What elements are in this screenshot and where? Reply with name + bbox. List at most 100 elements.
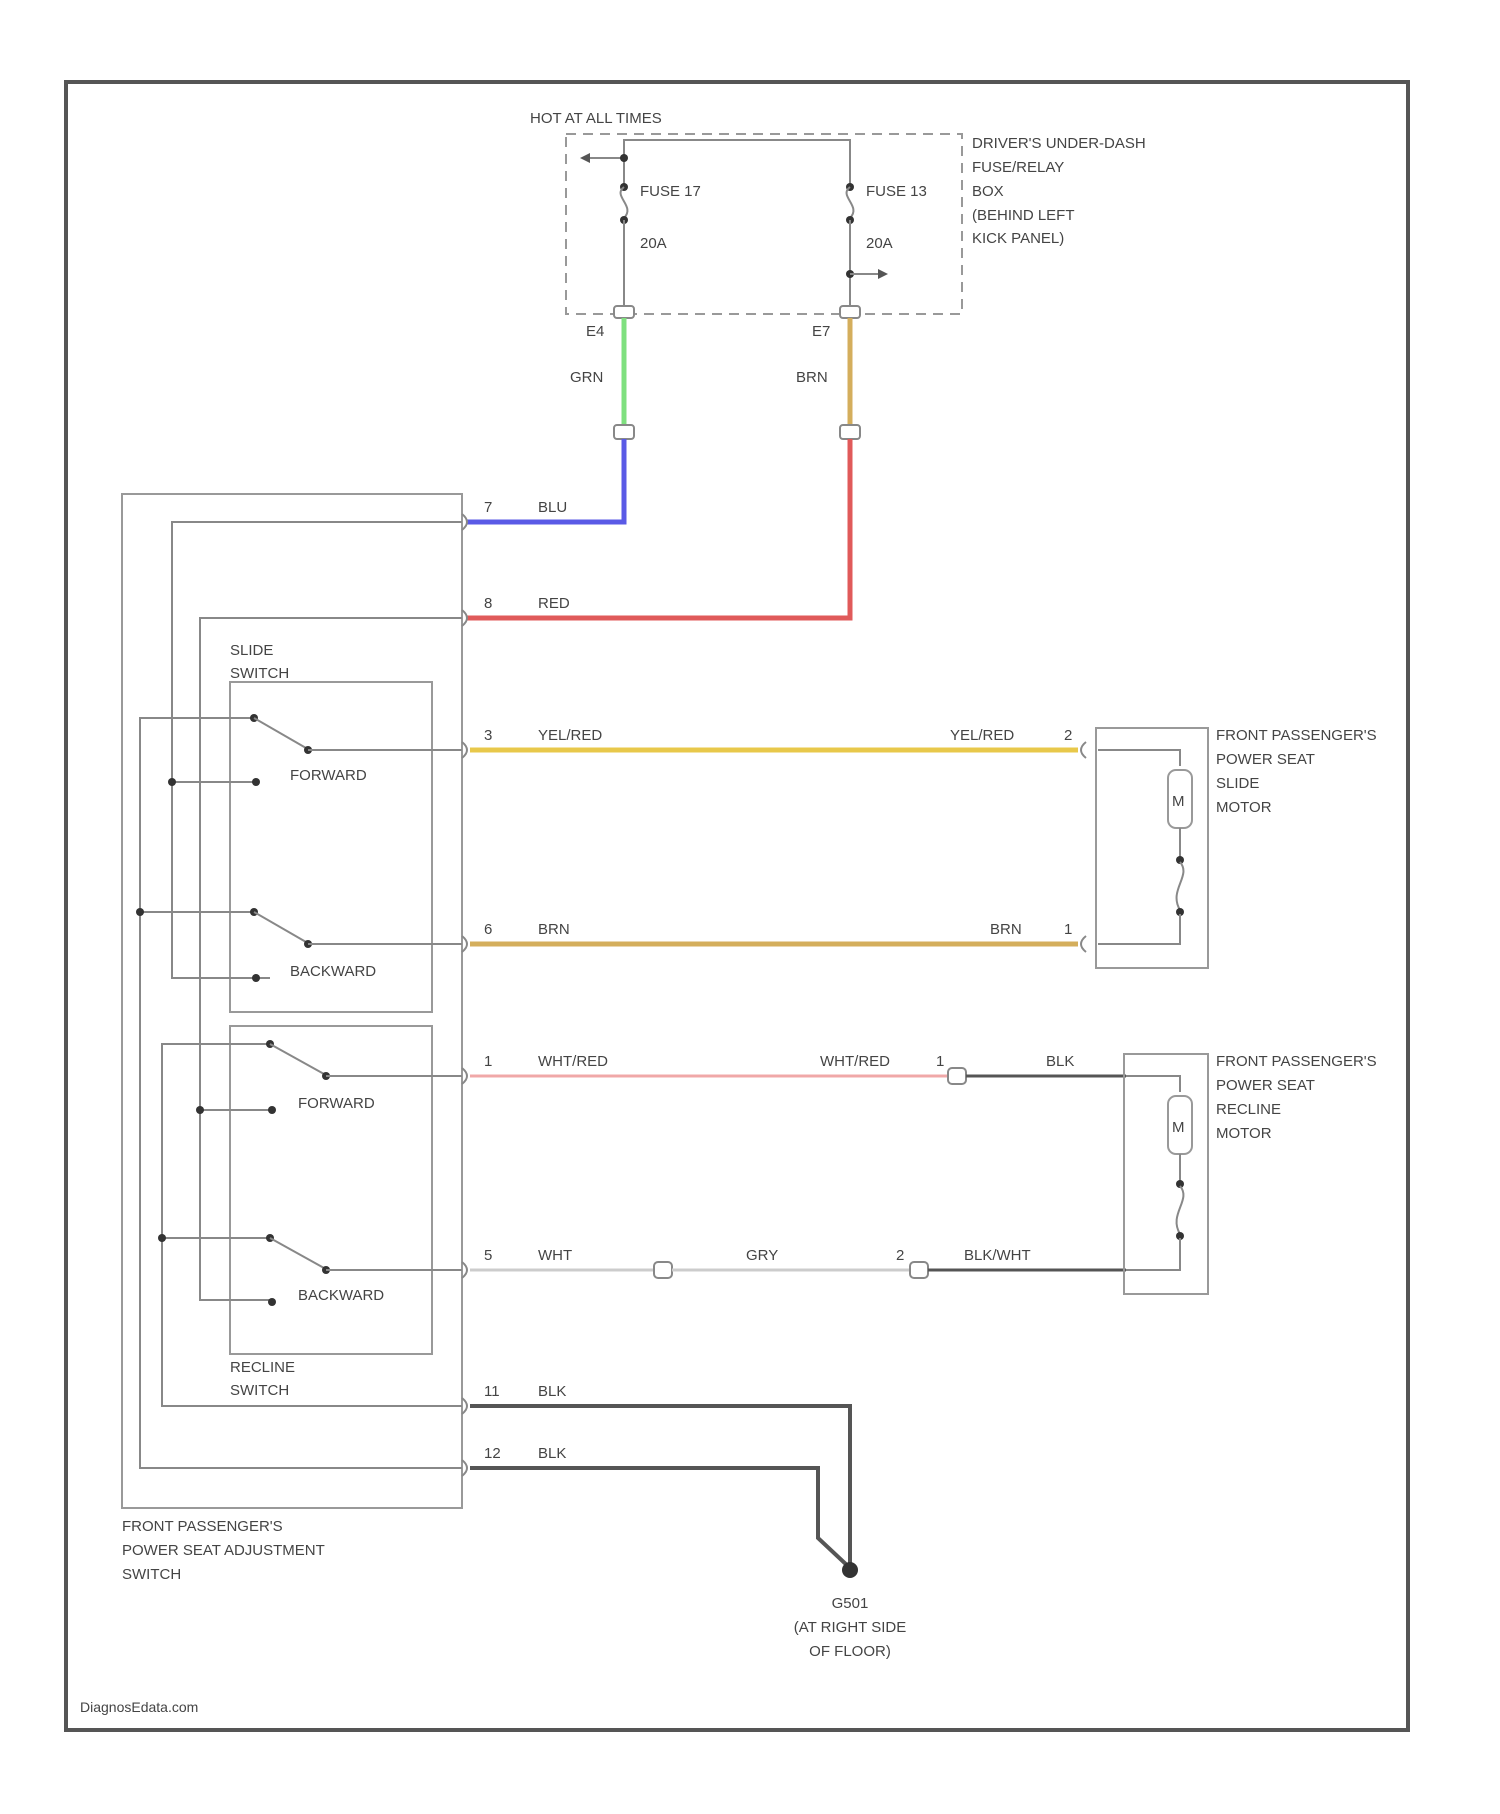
junction: [158, 1234, 166, 1242]
grn-wire-label: GRN: [570, 369, 603, 386]
pin1-mid-pin: 1: [936, 1053, 944, 1070]
pin8-number: 8: [484, 595, 492, 612]
recline-motor-label-line: POWER SEAT: [1216, 1077, 1315, 1094]
slide-switch-label-line: SLIDE: [230, 642, 273, 659]
fuse-box-label: DRIVER'S UNDER-DASH FUSE/RELAY BOX (BEHI…: [972, 135, 1146, 247]
slide-motor-breaker-icon: [1177, 862, 1184, 910]
red-bus: [200, 618, 462, 1300]
hot-at-all-times-label: HOT AT ALL TIMES: [530, 110, 662, 127]
slide-motor-box: [1096, 728, 1208, 968]
recline-motor-label-line: RECLINE: [1216, 1101, 1281, 1118]
slide-forward-label: FORWARD: [290, 767, 367, 784]
inline-connector: [948, 1068, 966, 1084]
slide-motor-pin1: 1: [1064, 921, 1072, 938]
slide-motor-label-line: MOTOR: [1216, 799, 1272, 816]
pin-e4-label: E4: [586, 323, 604, 340]
recline-motor-symbol: M: [1172, 1119, 1185, 1136]
slide-motor-lead: [1098, 750, 1180, 766]
pin1-color: WHT/RED: [538, 1053, 608, 1070]
pin11-color: BLK: [538, 1383, 566, 1400]
junction: [196, 1106, 204, 1114]
recline-forward-switch-blade: [270, 1044, 324, 1074]
brn-wire-label: BRN: [796, 369, 828, 386]
junction: [136, 908, 144, 916]
recline-motor-wire-color-2: BLK/WHT: [964, 1247, 1031, 1264]
connector-e4: [614, 306, 634, 318]
fuse13-name: FUSE 13: [866, 183, 927, 200]
switch-assembly-label: FRONT PASSENGER'S POWER SEAT ADJUSTMENT …: [122, 1518, 325, 1583]
connector-pin-icon: [1081, 936, 1086, 952]
pin12-number: 12: [484, 1445, 501, 1462]
inline-connector: [840, 425, 860, 439]
fuse-box-label-line: FUSE/RELAY: [972, 159, 1064, 176]
slide-backward-switch-blade: [254, 912, 306, 942]
ground-label-line: OF FLOOR): [809, 1643, 891, 1660]
slide-forward-switch-blade: [254, 718, 306, 748]
slide-motor-label: FRONT PASSENGER'S POWER SEAT SLIDE MOTOR: [1216, 727, 1377, 816]
fuse-box-label-line: BOX: [972, 183, 1004, 200]
pin1-number: 1: [484, 1053, 492, 1070]
pin1-mid-color: WHT/RED: [820, 1053, 890, 1070]
slide-motor-symbol: M: [1172, 793, 1185, 810]
recline-motor-breaker-icon: [1177, 1186, 1184, 1234]
pin7-number: 7: [484, 499, 492, 516]
recline-motor-label-line: FRONT PASSENGER'S: [1216, 1053, 1377, 1070]
slide-motor-label-line: POWER SEAT: [1216, 751, 1315, 768]
fuse-bus: [624, 140, 850, 185]
pin12-color: BLK: [538, 1445, 566, 1462]
switch-assembly-label-line: FRONT PASSENGER'S: [122, 1518, 283, 1535]
recline-switch-label-line: SWITCH: [230, 1382, 289, 1399]
pin-e7-label: E7: [812, 323, 830, 340]
blk-ground-wire-11: [470, 1406, 850, 1568]
slide-switch-label: SLIDE SWITCH: [230, 642, 289, 682]
inline-connector: [614, 425, 634, 439]
switch-assembly-label-line: SWITCH: [122, 1566, 181, 1583]
pin3-right-color: YEL/RED: [950, 727, 1014, 744]
slide-motor-lead: [1098, 914, 1180, 944]
watermark: DiagnosEdata.com: [80, 1699, 198, 1715]
ground-label-line: G501: [832, 1595, 869, 1612]
fuse17-symbol-icon: [621, 187, 628, 218]
fuse13-rating: 20A: [866, 235, 893, 252]
slide-motor-pin2: 2: [1064, 727, 1072, 744]
recline-motor-lead: [1126, 1076, 1180, 1092]
recline-backward-switch-blade: [270, 1238, 324, 1268]
diagram-frame: [66, 82, 1408, 1730]
pin11-number: 11: [484, 1383, 500, 1400]
inline-connector: [654, 1262, 672, 1278]
ground-point-icon: [842, 1562, 858, 1578]
contact: [252, 778, 260, 786]
slide-switch-label-line: SWITCH: [230, 665, 289, 682]
pin8-color: RED: [538, 595, 570, 612]
pin6-color: BRN: [538, 921, 570, 938]
pin3-color: YEL/RED: [538, 727, 602, 744]
contact: [268, 1298, 276, 1306]
bus-junction: [620, 154, 628, 162]
inline-connector: [910, 1262, 928, 1278]
recline-motor-lead: [1126, 1238, 1180, 1270]
recline-backward-label: BACKWARD: [298, 1287, 384, 1304]
switch-assembly-label-line: POWER SEAT ADJUSTMENT: [122, 1542, 325, 1559]
blk-ground-wire-12: [470, 1468, 850, 1568]
fuse-box-label-line: KICK PANEL): [972, 230, 1064, 247]
ground-bus-a: [140, 718, 462, 1468]
fuse-box-label-line: (BEHIND LEFT: [972, 207, 1075, 224]
pin6-number: 6: [484, 921, 492, 938]
fuse17-rating: 20A: [640, 235, 667, 252]
pin6-right-color: BRN: [990, 921, 1022, 938]
connector-e7: [840, 306, 860, 318]
pin5-number: 5: [484, 1247, 492, 1264]
pin3-number: 3: [484, 727, 492, 744]
recline-motor-label-line: MOTOR: [1216, 1125, 1272, 1142]
tap-arrow-icon: [878, 269, 888, 279]
pin7-color: BLU: [538, 499, 567, 516]
recline-switch-label: RECLINE SWITCH: [230, 1359, 295, 1399]
junction: [168, 778, 176, 786]
contact: [252, 974, 260, 982]
recline-switch-label-line: RECLINE: [230, 1359, 295, 1376]
slide-motor-label-line: SLIDE: [1216, 775, 1259, 792]
recline-motor-label: FRONT PASSENGER'S POWER SEAT RECLINE MOT…: [1216, 1053, 1377, 1142]
slide-backward-label: BACKWARD: [290, 963, 376, 980]
slide-motor-label-line: FRONT PASSENGER'S: [1216, 727, 1377, 744]
